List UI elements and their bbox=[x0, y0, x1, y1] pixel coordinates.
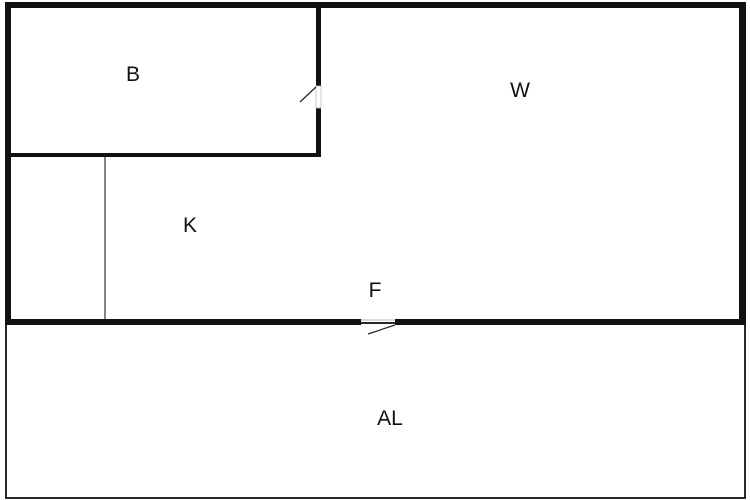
middle-wall bbox=[5, 319, 746, 325]
room-label-bedroom: B bbox=[125, 63, 141, 86]
bedroom-door bbox=[299, 85, 322, 109]
outer-walls bbox=[5, 2, 746, 325]
room-label-hall: F bbox=[368, 279, 382, 302]
balcony-door bbox=[361, 319, 396, 335]
room-label-balcony: AL bbox=[377, 407, 403, 430]
room-label-living: W bbox=[510, 79, 530, 102]
bedroom-walls bbox=[11, 2, 321, 157]
balcony-outline bbox=[5, 322, 746, 499]
room-label-kitchen: K bbox=[182, 214, 198, 237]
